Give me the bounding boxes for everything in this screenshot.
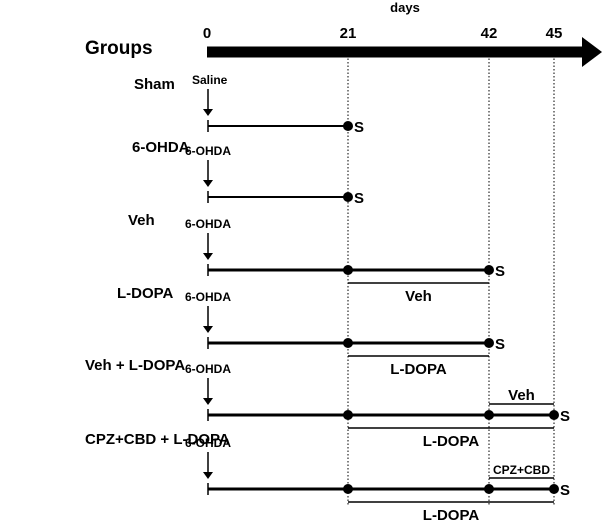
axis-tick-label: 42 [481,25,498,42]
injection-arrowhead [203,398,213,405]
injection-label: Saline [192,73,228,87]
sacrifice-label: S [495,263,505,280]
timepoint-dot [343,484,353,494]
group-row: Veh 6-OHDA S Veh [128,212,505,305]
group-name: Veh [128,212,155,229]
timepoint-dot [549,410,559,420]
day-guide-lines [347,48,555,505]
axis-ticks: 0 21 42 45 [203,25,563,42]
axis-tick-label: 0 [203,25,211,42]
sacrifice-label: S [560,482,570,499]
injection-arrowhead [203,326,213,333]
group-name: 6-OHDA [132,139,190,156]
group-name: CPZ+CBD + L-DOPA [85,431,230,448]
group-name: L-DOPA [117,285,174,302]
axis-tick-label: 21 [340,25,357,42]
injection-arrowhead [203,253,213,260]
treatment-label: L-DOPA [423,433,480,450]
timepoint-dot [343,338,353,348]
sacrifice-label: S [495,336,505,353]
sacrifice-label: S [354,190,364,207]
injection-label: 6-OHDA [185,217,231,231]
group-name: Sham [134,76,175,93]
timepoint-dot [484,484,494,494]
injection-label: 6-OHDA [185,362,231,376]
injection-label: 6-OHDA [185,436,231,450]
timepoint-dot [484,410,494,420]
treatment-label: L-DOPA [390,361,447,378]
group-row: L-DOPA 6-OHDA S L-DOPA [117,285,505,378]
timepoint-dot [343,121,353,131]
timepoint-dot [343,265,353,275]
timeline-header: days Groups 0 21 42 45 [85,0,602,67]
time-axis-arrowhead [582,37,602,67]
treatment-label: Veh [405,288,432,305]
sacrifice-label: S [560,408,570,425]
timepoint-dot [484,265,494,275]
sacrifice-label: S [354,119,364,136]
injection-label: 6-OHDA [185,144,231,158]
injection-arrowhead [203,180,213,187]
days-label: days [390,0,420,15]
timepoint-dot [549,484,559,494]
treatment-label: L-DOPA [423,507,480,522]
treatment-label: Veh [508,387,535,404]
injection-arrowhead [203,109,213,116]
timepoint-dot [343,410,353,420]
treatment-label: CPZ+CBD [493,463,550,477]
groups-heading: Groups [85,38,153,59]
injection-arrowhead [203,472,213,479]
timepoint-dot [484,338,494,348]
group-name: Veh + L-DOPA [85,357,185,374]
timepoint-dot [343,192,353,202]
axis-tick-label: 45 [546,25,563,42]
injection-label: 6-OHDA [185,290,231,304]
